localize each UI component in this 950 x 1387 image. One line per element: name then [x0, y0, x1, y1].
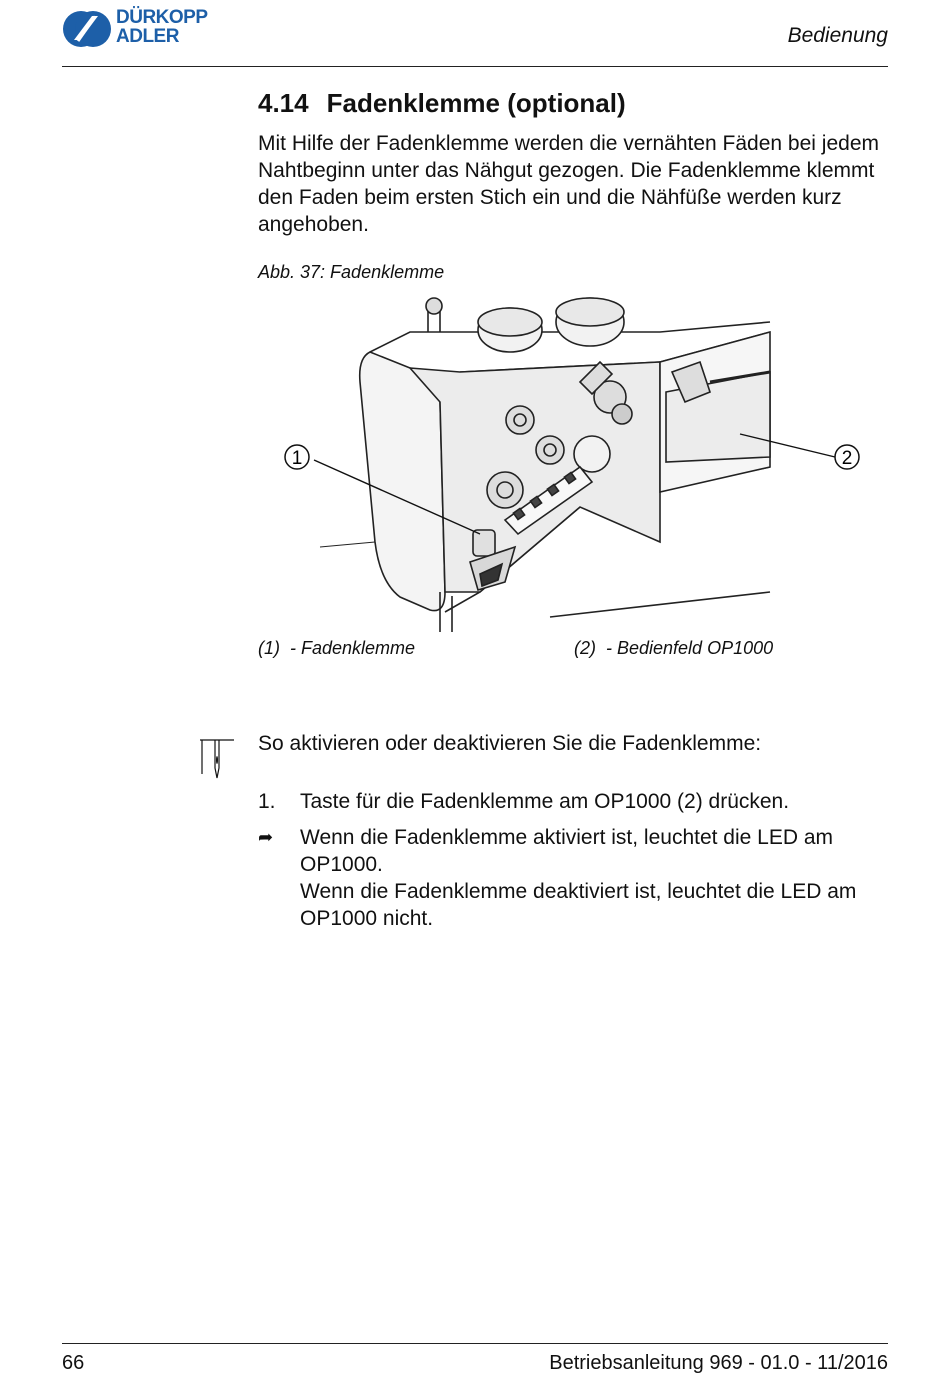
callout-1-label: 1: [292, 448, 303, 469]
page-number: 66: [62, 1352, 85, 1374]
document-reference: Betriebsanleitung 969 - 01.0 - 11/2016: [549, 1352, 888, 1374]
brand-line-1: DÜRKOPP: [116, 7, 208, 28]
legend-ref: (2): [574, 638, 596, 658]
callout-line-1: [313, 459, 481, 535]
needle-note-icon: [198, 738, 236, 780]
header-section-title: Bedienung: [787, 24, 888, 47]
instruction-step: 1. Taste für die Fadenklemme am OP1000 (…: [258, 788, 890, 815]
callout-1: 1: [284, 444, 310, 470]
result-arrow-icon: ➦: [258, 827, 274, 847]
legend-item-2: (2) - Bedienfeld OP1000: [574, 638, 773, 659]
step-number: 1.: [258, 790, 276, 813]
legend-text: - Bedienfeld OP1000: [606, 638, 774, 658]
brand-logo: DÜRKOPP ADLER: [62, 8, 232, 50]
header-divider: [62, 66, 888, 67]
legend-ref: (1): [258, 638, 280, 658]
legend-item-1: (1) - Fadenklemme: [258, 638, 415, 659]
footer-divider: [62, 1343, 888, 1344]
section-heading: 4.14 Fadenklemme (optional): [258, 88, 890, 119]
legend-text: - Fadenklemme: [290, 638, 416, 658]
intro-paragraph: Mit Hilfe der Fadenklemme werden die ver…: [258, 132, 879, 236]
section-number: 4.14: [258, 88, 309, 118]
machine-illustration: 1 2: [280, 292, 880, 632]
brand-name: DÜRKOPP ADLER: [116, 8, 208, 46]
instruction-result: ➦ Wenn die Fadenklemme aktiviert ist, le…: [258, 824, 890, 932]
section-title: Fadenklemme (optional): [326, 88, 626, 118]
result-line-1: Wenn die Fadenklemme aktiviert ist, leuc…: [300, 826, 834, 876]
callout-2: 2: [834, 444, 860, 470]
result-line-2: Wenn die Fadenklemme deaktiviert ist, le…: [300, 880, 857, 930]
brand-logo-mark-icon: [63, 11, 111, 47]
instruction-lead: So aktivieren oder deaktivieren Sie die …: [258, 732, 762, 755]
brand-line-2: ADLER: [116, 26, 179, 47]
figure-caption: Abb. 37: Fadenklemme: [258, 262, 445, 282]
callout-2-label: 2: [842, 448, 853, 469]
callout-line-2: [739, 433, 836, 458]
machine-drawing: 1 2: [284, 297, 860, 632]
step-text: Taste für die Fadenklemme am OP1000 (2) …: [300, 790, 790, 813]
